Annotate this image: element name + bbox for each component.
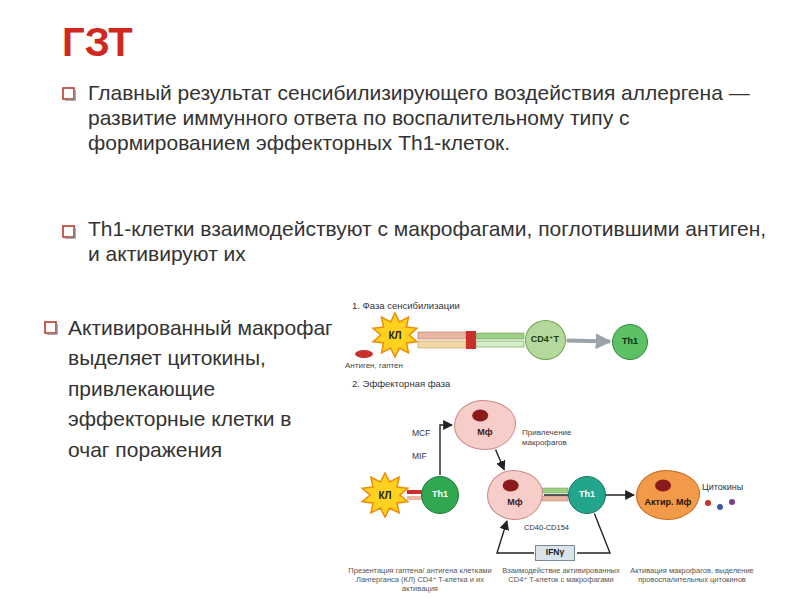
node-label: КЛ (388, 330, 401, 341)
nucleus (455, 401, 515, 449)
node-label: Мф (477, 428, 492, 438)
cytokine-label: Цитокины (702, 482, 762, 493)
step-caption: Активация макрофагов, выделение провоспа… (628, 566, 756, 584)
bullet-text: Главный результат сенсибилизирующего воз… (88, 80, 768, 156)
th1-cell: Th1 (421, 476, 459, 514)
phase-heading: 1. Фаза сенсибилизации (352, 300, 552, 311)
receptor-contact (418, 331, 524, 349)
factor-label: MIF (412, 451, 436, 461)
bullet-text: Th1-клетки взаимодействуют с макрофагами… (88, 216, 768, 266)
antigen-label: Антиген, гаптен (345, 361, 445, 371)
step-caption: Презентация гаптена/ антигена клетками Л… (345, 566, 495, 593)
antigen-symbol (355, 350, 373, 358)
th1-cell: Th1 (568, 476, 606, 514)
macrophage: Мф (487, 470, 543, 520)
node-label: Th1 (622, 337, 638, 347)
node-label: Мф (507, 498, 522, 508)
bullet-text: Активированный макрофаг выделяет цитокин… (68, 313, 336, 465)
flow-arrow (577, 514, 610, 553)
step-caption: Взаимодействие активированных CD4⁺ T-кле… (497, 566, 625, 584)
arrow-label: Привлечение макрофагов (522, 428, 584, 447)
langerhans-cell: КЛ (371, 312, 419, 358)
molecule-label: CD40-CD154 (524, 523, 586, 532)
activated-macrophage: Актир. Мф (636, 470, 700, 520)
t-cell: CD4⁺T (525, 320, 566, 360)
transition-arrow (566, 341, 610, 342)
flow-arrow (496, 450, 505, 470)
flow-arrow (440, 425, 452, 475)
slide-title: ГЗТ (62, 18, 133, 66)
node-label: CD4⁺T (531, 335, 559, 345)
node-label: КЛ (378, 490, 391, 501)
factor-label: MCF (412, 428, 436, 438)
node-label: Актир. Мф (645, 498, 692, 508)
node-label: Th1 (432, 490, 448, 500)
nucleus (637, 471, 699, 519)
macrophage: Мф (454, 400, 516, 450)
node-label: IFNγ (546, 548, 564, 557)
bullet-marker (45, 88, 75, 334)
node-label: Th1 (579, 490, 595, 500)
nucleus (488, 471, 542, 519)
langerhans-cell: КЛ (360, 472, 410, 518)
th1-cell: Th1 (612, 324, 648, 360)
cytokine-dots (705, 499, 735, 510)
cytokine-box: IFNγ (535, 545, 575, 561)
phase-heading: 2. Эффекторная фаза (352, 378, 552, 389)
